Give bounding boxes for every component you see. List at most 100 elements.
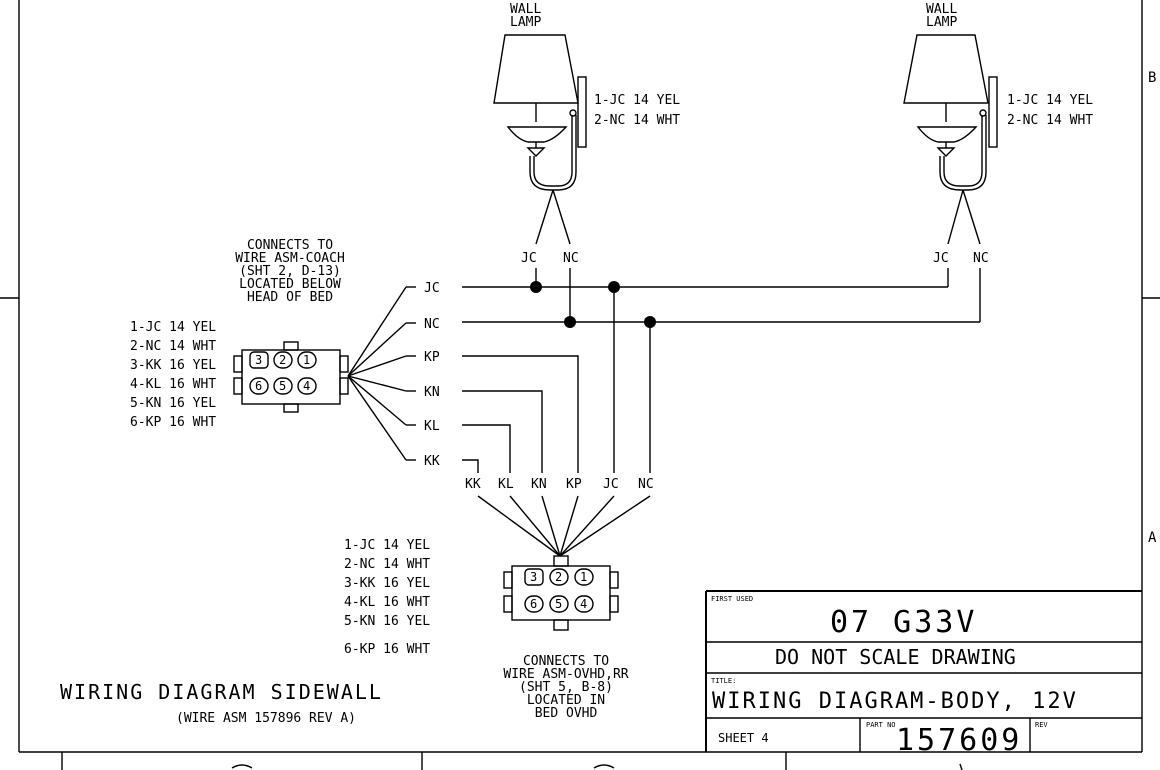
bottom-pin-list: 1-JC 14 YEL 2-NC 14 WHT 3-KK 16 YEL 4-KL… bbox=[344, 538, 430, 657]
lamp-1-wire2: 2-NC 14 WHT bbox=[594, 113, 680, 128]
lamp-2-wire2: 2-NC 14 WHT bbox=[1007, 113, 1093, 128]
left-connector-body: 3 2 1 6 5 4 bbox=[233, 341, 349, 413]
bottom-note-line4: LOCATED IN bbox=[527, 693, 605, 708]
bottom-pin-4: 4-KL 16 WHT bbox=[344, 595, 430, 610]
bottom-pin-label-1: 1 bbox=[580, 570, 587, 584]
bottom-note-line5: BED OVHD bbox=[535, 706, 598, 721]
wire-label-kp: KP bbox=[424, 350, 440, 365]
wire-kl-run bbox=[462, 424, 511, 473]
left-pin-label-6: 6 bbox=[255, 379, 262, 393]
scale-note: DO NOT SCALE DRAWING bbox=[775, 645, 1016, 669]
lamp-1-bowl bbox=[506, 126, 568, 143]
part-no-label: PART NO bbox=[866, 721, 896, 729]
bottom-pin-label-3: 3 bbox=[530, 570, 537, 584]
bottom-note-line1: CONNECTS TO bbox=[523, 654, 609, 669]
lamp-1-title-line2: LAMP bbox=[510, 15, 541, 30]
bottom-lead-labels: KK KL KN KP JC NC bbox=[465, 477, 654, 492]
splice-nc-2 bbox=[644, 316, 656, 328]
diagram-subtitle: (WIRE ASM 157896 REV A) bbox=[176, 711, 356, 726]
left-wire-labels: JC NC KP KN KL KK bbox=[424, 281, 440, 469]
zone-letter-a: A bbox=[1148, 530, 1157, 546]
wire-label-nc: NC bbox=[424, 317, 440, 332]
splice-jc-2 bbox=[608, 281, 620, 293]
left-fanout-lines bbox=[347, 286, 416, 461]
title-label: TITLE: bbox=[711, 677, 736, 685]
left-pin-1: 1-JC 14 YEL bbox=[130, 320, 216, 335]
diagram-title: WIRING DIAGRAM SIDEWALL bbox=[60, 680, 383, 704]
bottom-connector-body: 3 2 1 6 5 4 bbox=[503, 555, 619, 631]
lamp-2-arm bbox=[943, 115, 983, 187]
left-pin-label-1: 1 bbox=[303, 353, 310, 367]
wire-label-kl: KL bbox=[424, 419, 440, 434]
wire-label-kk: KK bbox=[424, 454, 440, 469]
lamp-1-arm bbox=[533, 115, 573, 187]
bottom-lead-jc: JC bbox=[603, 477, 619, 492]
lamp-1-wire1: 1-JC 14 YEL bbox=[594, 93, 680, 108]
bottom-pin-1: 1-JC 14 YEL bbox=[344, 538, 430, 553]
bottom-pin-2: 2-NC 14 WHT bbox=[344, 557, 430, 572]
wire-label-jc: JC bbox=[424, 281, 440, 296]
sheet-number: SHEET 4 bbox=[718, 731, 769, 745]
lamp-2-wire1: 1-JC 14 YEL bbox=[1007, 93, 1093, 108]
bottom-lead-nc: NC bbox=[638, 477, 654, 492]
lamp-1-lead-jc: JC bbox=[521, 251, 537, 266]
rev-label: REV bbox=[1035, 721, 1048, 729]
lamp-1-title-line1: WALL bbox=[510, 2, 541, 17]
bottom-pin-label-6: 6 bbox=[530, 597, 537, 611]
lamp-2-title-line2: LAMP bbox=[926, 15, 957, 30]
wire-kk-run bbox=[462, 459, 479, 473]
bottom-pin-label-5: 5 bbox=[555, 597, 562, 611]
wire-kn-run bbox=[462, 390, 543, 473]
left-pin-label-3: 3 bbox=[255, 353, 262, 367]
left-note-line1: CONNECTS TO bbox=[247, 238, 333, 253]
left-pin-label-5: 5 bbox=[279, 379, 286, 393]
lamp-2-shade bbox=[903, 34, 989, 104]
left-pin-label-2: 2 bbox=[279, 353, 286, 367]
title-value: WIRING DIAGRAM-BODY, 12V bbox=[712, 689, 1078, 714]
first-used-label: FIRST USED bbox=[711, 595, 753, 603]
title-block: FIRST USED 07 G33V DO NOT SCALE DRAWING … bbox=[705, 590, 1142, 758]
bottom-lead-kp: KP bbox=[566, 477, 582, 492]
bottom-pin-label-2: 2 bbox=[555, 570, 562, 584]
part-no-value: 157609 bbox=[896, 723, 1022, 758]
zone-letter-b: B bbox=[1148, 70, 1156, 86]
wire-runs bbox=[462, 268, 981, 473]
left-note-line3: (SHT 2, D-13) bbox=[239, 264, 341, 279]
wire-label-kn: KN bbox=[424, 385, 440, 400]
bottom-pin-label-4: 4 bbox=[580, 597, 587, 611]
left-pin-3: 3-KK 16 YEL bbox=[130, 358, 216, 373]
wall-lamp-1: WALL LAMP 1-JC 14 YEL 2-NC 14 WHT JC NC bbox=[493, 2, 680, 266]
bottom-zone-marks bbox=[231, 763, 963, 770]
left-pin-5: 5-KN 16 YEL bbox=[130, 396, 216, 411]
lamp-2-backplate bbox=[988, 76, 998, 148]
bottom-pin-6: 6-KP 16 WHT bbox=[344, 642, 430, 657]
wire-kp-run bbox=[462, 355, 579, 473]
left-pin-label-4: 4 bbox=[303, 379, 310, 393]
bottom-note-line2: WIRE ASM-OVHD,RR bbox=[503, 667, 628, 682]
left-pin-6: 6-KP 16 WHT bbox=[130, 415, 216, 430]
lamp-2-bowl bbox=[916, 126, 978, 143]
left-pin-4: 4-KL 16 WHT bbox=[130, 377, 216, 392]
first-used-value: 07 G33V bbox=[830, 605, 977, 640]
bottom-pin-5: 5-KN 16 YEL bbox=[344, 614, 430, 629]
left-note-line4: LOCATED BELOW bbox=[239, 277, 341, 292]
left-note-line5: HEAD OF BED bbox=[247, 290, 333, 305]
left-pin-2: 2-NC 14 WHT bbox=[130, 339, 216, 354]
bottom-lead-kk: KK bbox=[465, 477, 481, 492]
wall-lamp-2: WALL LAMP 1-JC 14 YEL 2-NC 14 WHT JC NC bbox=[903, 2, 1093, 266]
lamp-1-shade bbox=[493, 34, 579, 104]
left-connector-note: CONNECTS TO WIRE ASM-COACH (SHT 2, D-13)… bbox=[235, 238, 345, 305]
lamp-2-lead-jc: JC bbox=[933, 251, 949, 266]
lamp-2-title-line1: WALL bbox=[926, 2, 957, 17]
splice-nc-1 bbox=[564, 316, 576, 328]
left-note-line2: WIRE ASM-COACH bbox=[235, 251, 345, 266]
lamp-1-lead-nc: NC bbox=[563, 251, 579, 266]
lamp-1-backplate bbox=[577, 76, 587, 148]
lamp-2-lead-nc: NC bbox=[973, 251, 989, 266]
bottom-pin-3: 3-KK 16 YEL bbox=[344, 576, 430, 591]
left-pin-list: 1-JC 14 YEL 2-NC 14 WHT 3-KK 16 YEL 4-KL… bbox=[130, 320, 216, 430]
bottom-fanin-lines bbox=[477, 495, 651, 557]
bottom-lead-kn: KN bbox=[531, 477, 547, 492]
